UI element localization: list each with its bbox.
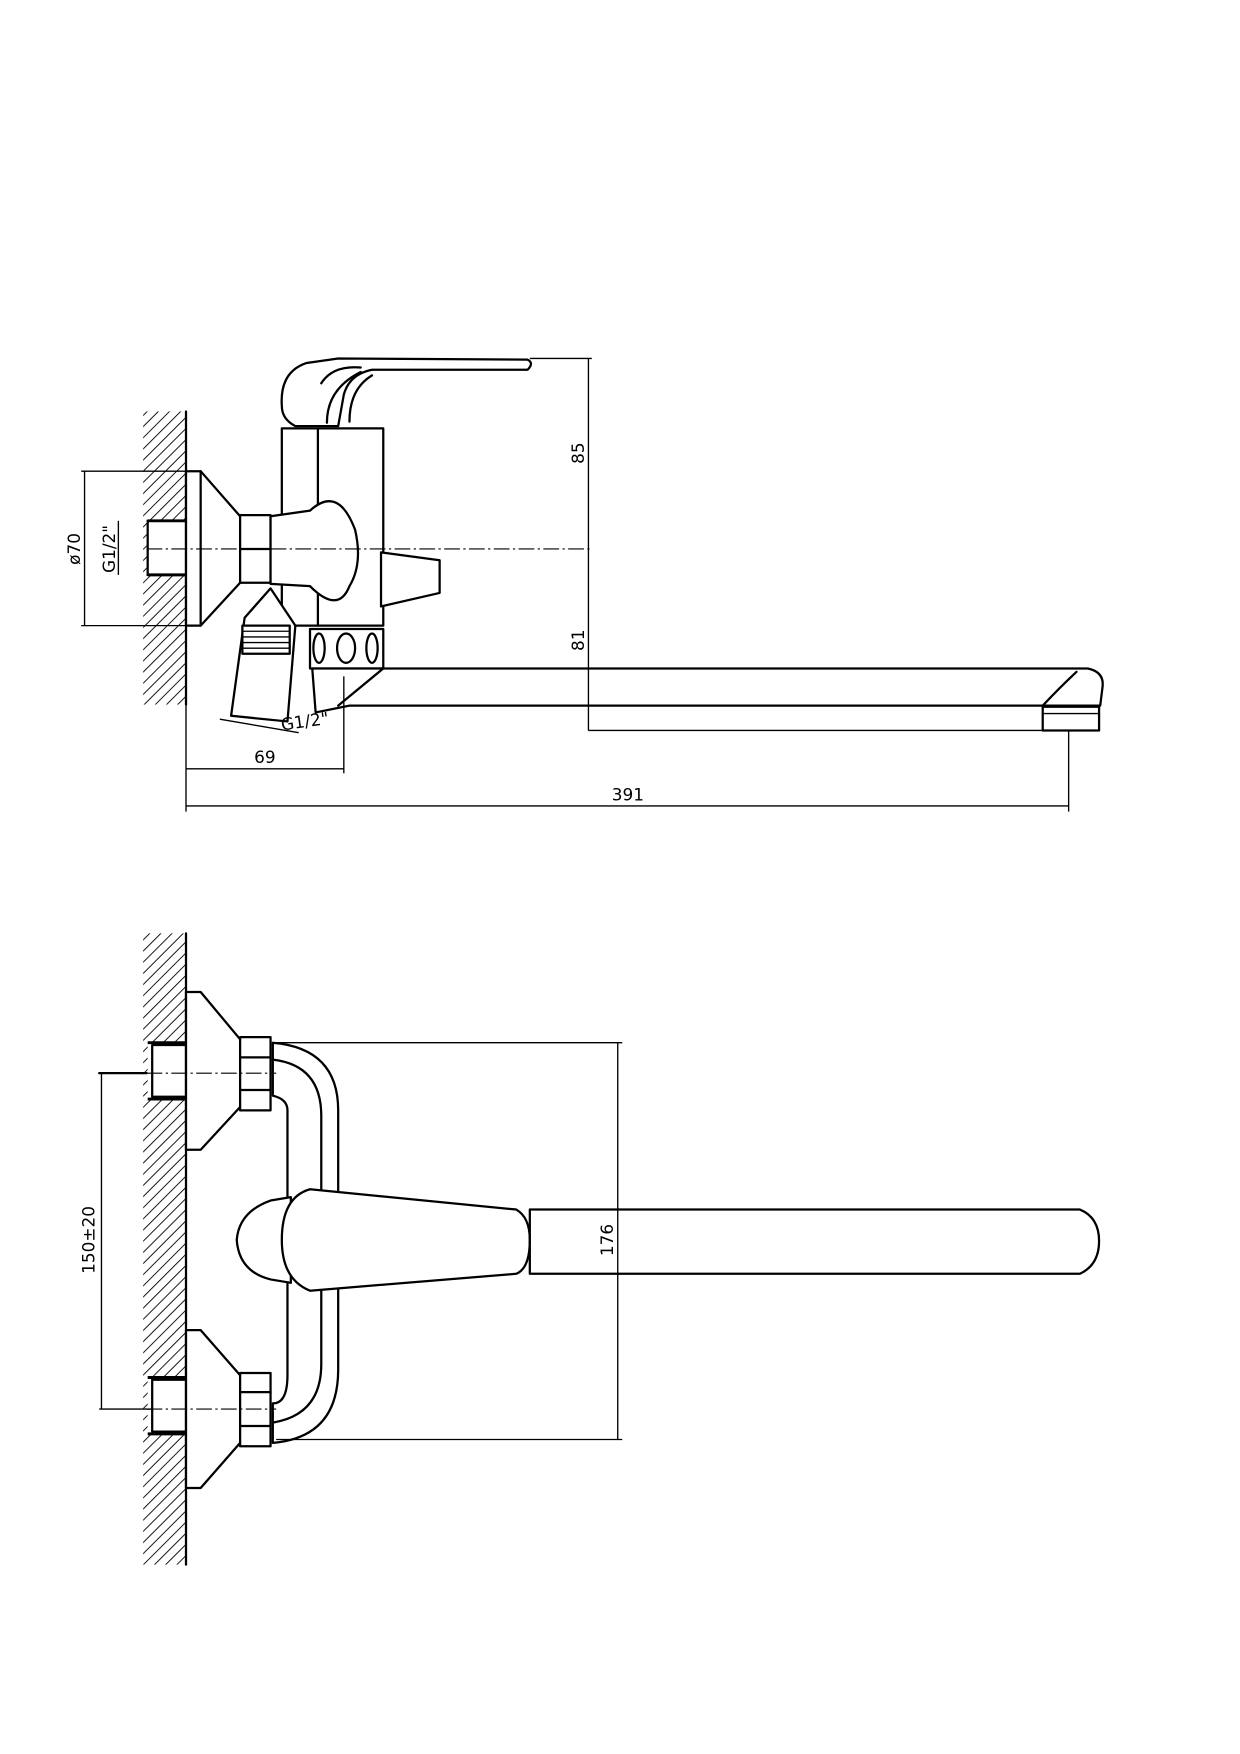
svg-text:391: 391 <box>612 784 644 804</box>
hex-nut-top <box>238 1035 272 1112</box>
svg-text:176: 176 <box>597 1224 617 1256</box>
spout <box>311 667 1104 714</box>
spout <box>528 1208 1101 1275</box>
wall-section <box>143 932 188 1566</box>
svg-text:81: 81 <box>568 630 588 652</box>
lever-handle <box>280 1188 531 1292</box>
svg-text:150±20: 150±20 <box>79 1206 99 1274</box>
side-view: 85 81 ø70 G1/2" G1/2" 69 391 <box>64 357 1104 812</box>
dimension-150±20: 150±20 <box>79 1072 153 1410</box>
wall-section <box>143 410 188 706</box>
svg-text:85: 85 <box>568 442 588 464</box>
dimension-391: 391 <box>186 730 1070 812</box>
dimension-ø70: ø70 <box>64 470 187 627</box>
svg-text:69: 69 <box>254 747 276 767</box>
front-view: 176 150±20 <box>79 932 1101 1566</box>
shower-thread <box>241 624 291 655</box>
thread-label-inlet: G1/2" <box>99 520 120 575</box>
flange-top <box>184 990 242 1151</box>
dimension-85: 85 <box>529 357 592 549</box>
body-cap <box>235 1196 292 1284</box>
aerator <box>1041 705 1101 732</box>
dimension-81: 81 <box>568 548 1043 732</box>
diverter-knob <box>379 551 441 608</box>
dimension-176: 176 <box>276 1042 623 1441</box>
dimension-69: 69 <box>185 676 345 812</box>
svg-text:ø70: ø70 <box>64 533 84 565</box>
lever-handle <box>280 357 533 428</box>
svg-text:G1/2": G1/2" <box>99 525 119 573</box>
